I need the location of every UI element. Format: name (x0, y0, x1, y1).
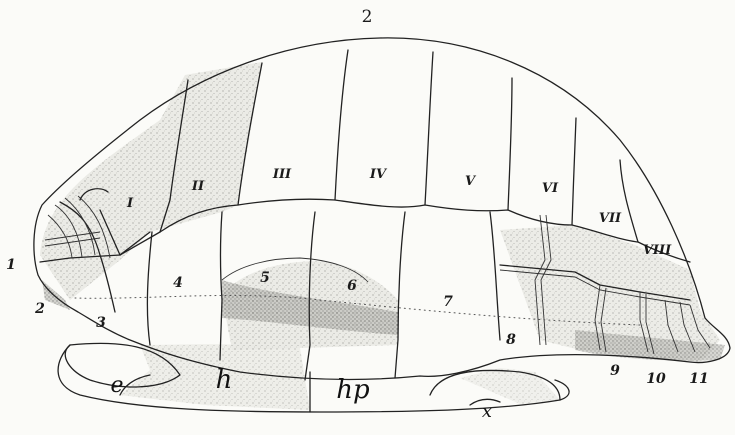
vertebral-label: VI (542, 181, 559, 196)
vertebral-label: VIII (643, 243, 672, 258)
marginal-label: 9 (610, 363, 620, 379)
vertebral-label: III (272, 167, 292, 182)
marginal-label: 6 (347, 278, 357, 294)
figure-number: 2 (362, 7, 373, 27)
marginal-label: 1 (6, 257, 16, 273)
marginal-label: 11 (689, 371, 708, 387)
marginal-label: 8 (506, 332, 516, 348)
marginal-label: 3 (96, 315, 106, 331)
marginal-label: 5 (260, 270, 270, 286)
marginal-label: 4 (173, 275, 183, 291)
vertebral-label: II (191, 179, 205, 194)
marginal-label: 10 (646, 371, 666, 387)
vertebral-label: VII (599, 211, 622, 226)
plastron-label: e (110, 373, 123, 398)
plastron-label: h (216, 365, 233, 395)
carapace-stippling (40, 62, 725, 362)
vertebral-label: V (465, 174, 477, 189)
vertebral-label: I (126, 196, 134, 211)
vertebral-label: IV (369, 167, 388, 182)
marginal-label: 2 (34, 301, 45, 317)
marginal-label: 7 (443, 294, 453, 310)
plastron-label: x (482, 401, 492, 422)
plastron-label: hp (336, 375, 370, 405)
